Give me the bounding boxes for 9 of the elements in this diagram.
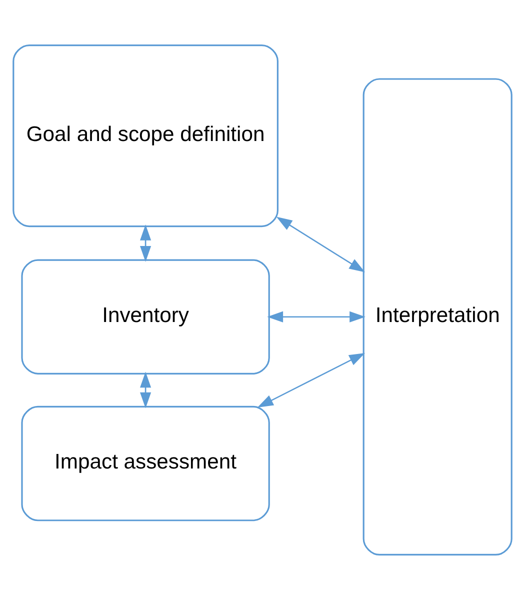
arrow bbox=[140, 224, 152, 262]
arrow bbox=[276, 216, 366, 272]
node-box: Inventory bbox=[21, 259, 270, 374]
node-box: Interpretation bbox=[362, 78, 512, 556]
node-box: Impact assessment bbox=[21, 406, 270, 522]
arrow bbox=[140, 372, 152, 408]
arrow bbox=[267, 311, 366, 322]
node-box: Goal and scope definition bbox=[12, 44, 278, 228]
arrow bbox=[257, 352, 366, 408]
